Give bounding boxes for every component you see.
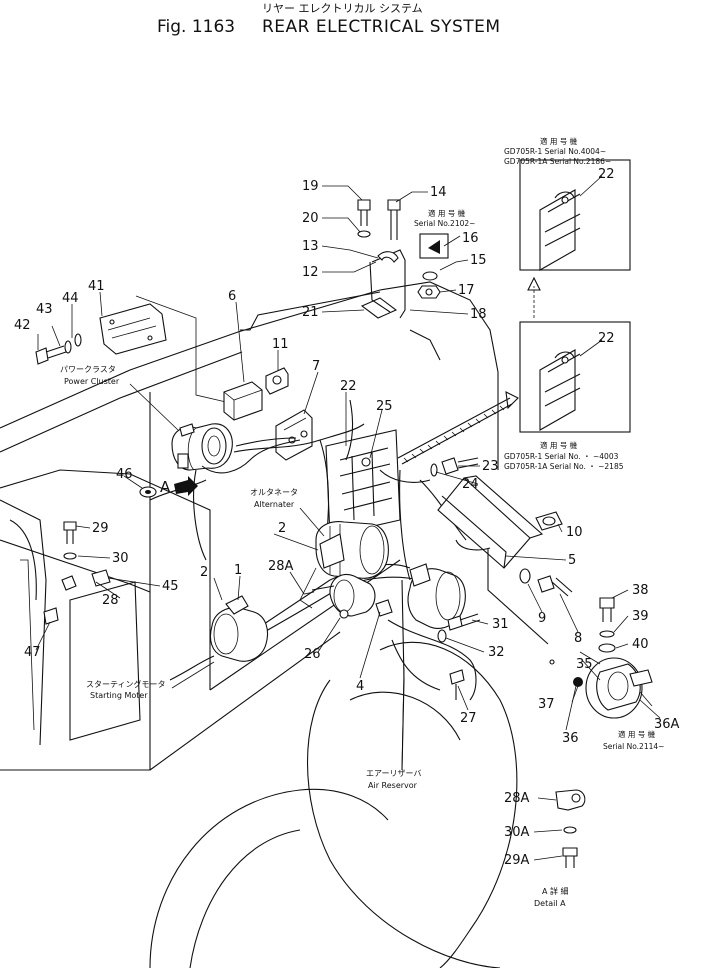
title-english: REAR ELECTRICAL SYSTEM <box>262 17 501 37</box>
supersession-arrow <box>527 276 541 318</box>
callout-41: 41 <box>88 279 105 294</box>
rear-lamp-bracket <box>430 457 573 645</box>
starting-motor-label-jp: スターティングモータ <box>86 679 166 689</box>
callout-9: 9 <box>538 611 546 626</box>
power-cluster-label-en: Power Cluster <box>64 377 120 386</box>
callout-32: 32 <box>488 645 505 660</box>
serial-lower-line1: GD705R-1 Serial No. ・ ~4003 <box>504 452 619 461</box>
callout-4: 4 <box>356 679 364 694</box>
callout-leaders <box>35 175 661 861</box>
callout-30: 30 <box>112 551 129 566</box>
serial-box-upper: 適 用 号 機 GD705R-1 Serial No.4004~ GD705R-… <box>504 136 631 271</box>
air-reservor-label-en: Air Reservor <box>368 781 418 790</box>
relay-bracket-on-machine <box>325 429 401 537</box>
callout-numbers: 19 14 20 16 13 15 12 17 21 18 22 22 41 4… <box>14 167 680 868</box>
alternator-label-en: Alternater <box>254 500 295 509</box>
callout-36a: 36A <box>654 717 680 732</box>
callout-11: 11 <box>272 337 289 352</box>
view-arrow-a: A <box>160 476 198 496</box>
callout-21: 21 <box>302 305 319 320</box>
serial-lower-line2: GD705R-1A Serial No. ・ ~2185 <box>504 462 624 471</box>
serial-lower-heading: 適 用 号 機 <box>540 440 578 450</box>
bracket-note-line1: Serial No.2102~ <box>414 219 475 228</box>
callout-15: 15 <box>470 253 487 268</box>
starting-motor-label-en: Starting Moter <box>90 691 148 700</box>
callout-29a: 29A <box>504 853 530 868</box>
detail-a-label-jp: A 詳 細 <box>542 886 569 896</box>
alternator <box>299 521 389 609</box>
callout-38: 38 <box>632 583 649 598</box>
callout-24: 24 <box>462 477 479 492</box>
callout-29: 29 <box>92 521 109 536</box>
callout-44: 44 <box>62 291 79 306</box>
callout-39: 39 <box>632 609 649 624</box>
callout-37: 37 <box>538 697 555 712</box>
callout-18: 18 <box>470 307 487 322</box>
serial-upper-line1: GD705R-1 Serial No.4004~ <box>504 147 606 156</box>
callout-7: 7 <box>312 359 320 374</box>
power-cluster-label-jp: パワークラスタ <box>60 365 116 374</box>
starting-motor <box>209 573 376 662</box>
callout-30a: 30A <box>504 825 530 840</box>
machine-body-outline <box>0 281 518 968</box>
callout-5: 5 <box>568 553 576 568</box>
callout-2-alternator: 2 <box>278 521 286 536</box>
serial-box-lower: 適 用 号 機 GD705R-1 Serial No. ・ ~4003 GD70… <box>504 321 631 471</box>
callout-27: 27 <box>460 711 477 726</box>
detail-a-label-en: Detail A <box>534 899 566 908</box>
callout-2-motor: 2 <box>200 565 208 580</box>
callout-46: 46 <box>116 467 133 482</box>
component-labels: パワークラスタ Power Cluster オルタネータ Alternater … <box>60 365 421 790</box>
callout-16: 16 <box>462 231 479 246</box>
reservoir-note-heading: 適 用 号 機 <box>618 729 656 739</box>
serial-upper-line2: GD705R-1A Serial No.2186~ <box>504 157 611 166</box>
callout-28a-detail: 28A <box>504 791 530 806</box>
callout-10: 10 <box>566 525 583 540</box>
serial-upper-heading: 適 用 号 機 <box>540 136 578 146</box>
callout-1: 1 <box>234 563 242 578</box>
callout-8: 8 <box>574 631 582 646</box>
figure-number: Fig. 1163 <box>157 17 235 37</box>
callout-25: 25 <box>376 399 393 414</box>
top-bracket-assembly: 適 用 号 機 Serial No.2102~ <box>357 199 475 319</box>
callout-19: 19 <box>302 179 319 194</box>
air-reservor-assembly <box>339 563 481 701</box>
callout-47: 47 <box>24 645 41 660</box>
air-reservor-label-jp: エアーリザーバ <box>366 769 421 778</box>
callout-6: 6 <box>228 289 236 304</box>
hatched-leader <box>397 391 519 465</box>
callout-23: 23 <box>482 459 499 474</box>
reservoir-hardware: 適 用 号 機 Serial No.2114~ <box>549 597 664 751</box>
callout-42: 42 <box>14 318 31 333</box>
callout-31: 31 <box>492 617 509 632</box>
callout-35: 35 <box>576 657 593 672</box>
callout-22-lower: 22 <box>598 331 615 346</box>
callout-28a: 28A <box>268 559 294 574</box>
callout-45: 45 <box>162 579 179 594</box>
callout-17: 17 <box>458 283 475 298</box>
callout-36: 36 <box>562 731 579 746</box>
callout-40: 40 <box>632 637 649 652</box>
callout-12: 12 <box>302 265 319 280</box>
callout-26: 26 <box>304 647 321 662</box>
callout-43: 43 <box>36 302 53 317</box>
alternator-label-jp: オルタネータ <box>250 488 298 497</box>
reservoir-note-line1: Serial No.2114~ <box>603 742 664 751</box>
title-japanese: リヤー エレクトリカル システム <box>262 2 423 15</box>
callout-28: 28 <box>102 593 119 608</box>
callout-20: 20 <box>302 211 319 226</box>
view-arrow-letter: A <box>160 478 171 496</box>
callout-14: 14 <box>430 185 447 200</box>
power-cluster-parts <box>35 295 313 625</box>
bracket-note-heading: 適 用 号 機 <box>428 208 466 218</box>
callout-22-upper: 22 <box>598 167 615 182</box>
callout-13: 13 <box>302 239 319 254</box>
detail-a: A 詳 細 Detail A <box>534 789 586 908</box>
callout-22-machine: 22 <box>340 379 357 394</box>
